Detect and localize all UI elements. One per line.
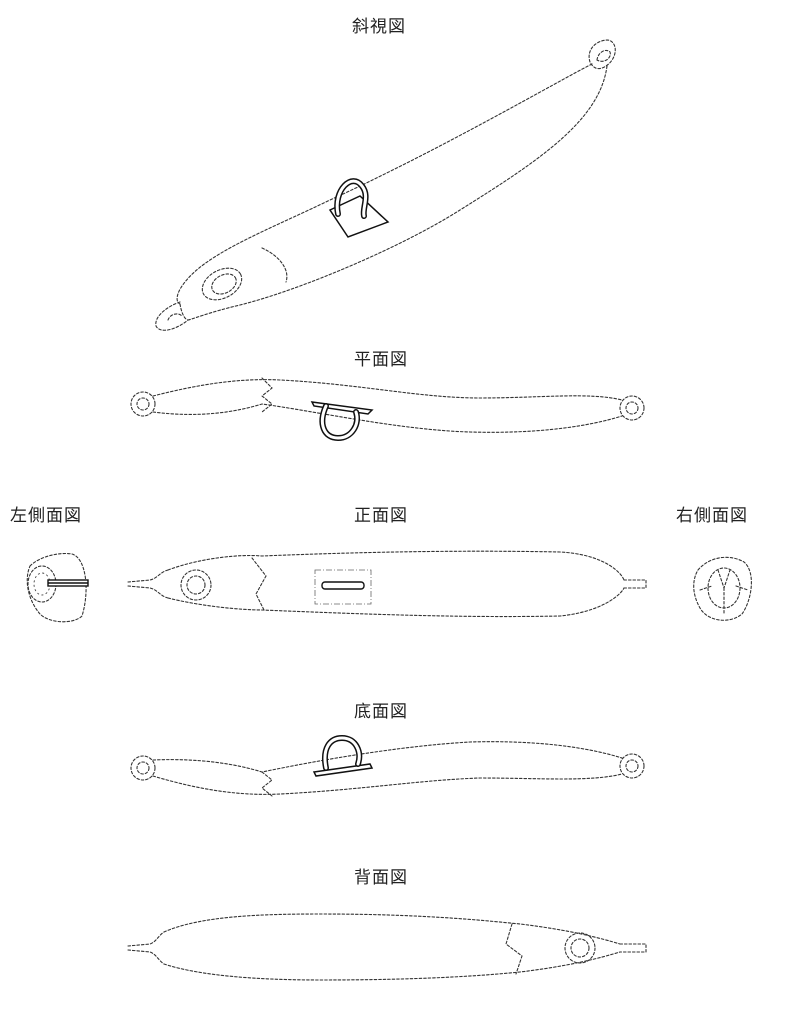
label-right-side-view: 右側面図 [676,506,748,526]
label-perspective-view: 斜視図 [352,17,406,37]
label-bottom-view: 底面図 [354,702,408,722]
label-front-view: 正面図 [354,506,408,526]
right-side-drawing [693,556,752,621]
perspective-drawing [155,39,616,331]
bottom-drawing [130,734,645,797]
left-side-drawing [26,552,89,623]
label-left-side-view: 左側面図 [10,506,82,526]
label-plan-view: 平面図 [354,350,408,370]
back-drawing [127,913,647,981]
label-back-view: 背面図 [354,868,408,888]
plan-drawing [130,377,645,442]
front-drawing [127,550,647,618]
